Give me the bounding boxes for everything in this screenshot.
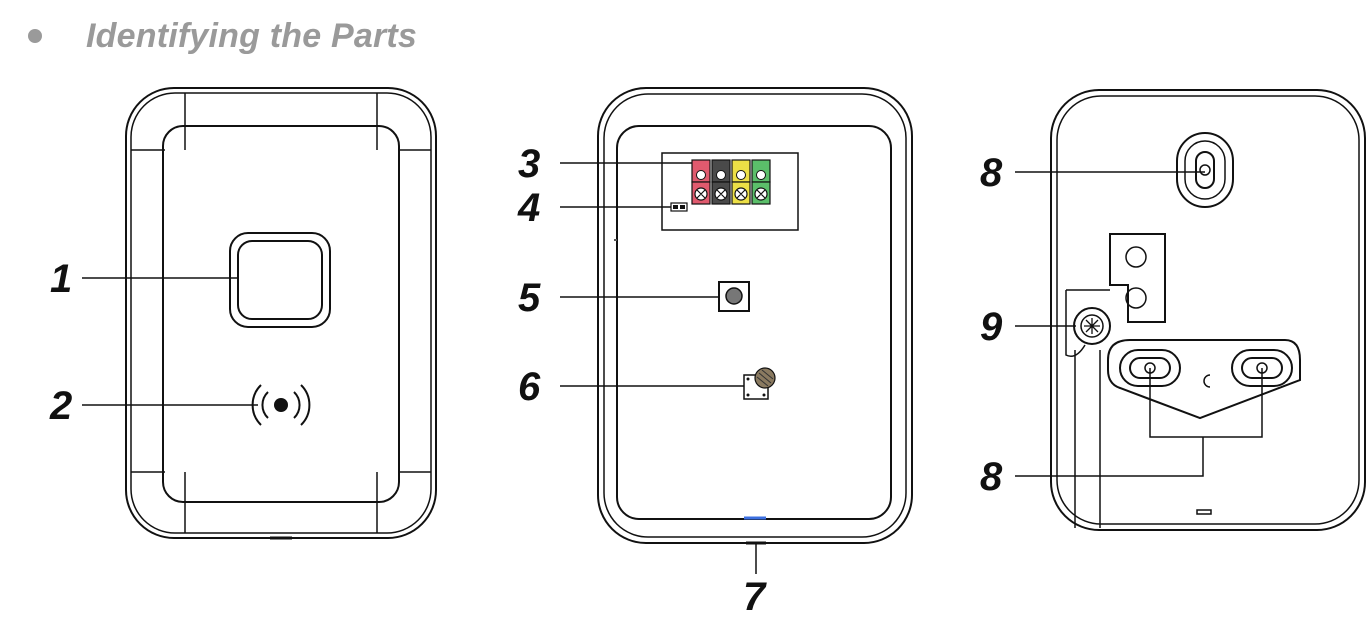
tamper-switch-button bbox=[725, 287, 743, 305]
front-view: 1 2 bbox=[49, 87, 437, 540]
callout-5: 5 bbox=[518, 276, 541, 320]
center-mark-icon bbox=[1203, 374, 1211, 388]
back-outer-shell-inner-edge bbox=[603, 93, 907, 538]
cable-channel bbox=[1065, 289, 1110, 528]
callout-8-bottom: 8 bbox=[980, 455, 1003, 499]
front-bumper-seams bbox=[184, 93, 378, 533]
back-view: 3 4 5 6 7 bbox=[517, 87, 913, 618]
callout-6: 6 bbox=[518, 365, 541, 409]
callout-4: 4 bbox=[517, 186, 540, 230]
plate-bottom-slot bbox=[1196, 509, 1212, 515]
callout-9: 9 bbox=[980, 305, 1003, 349]
nfc-icon bbox=[251, 384, 311, 426]
callout-2: 2 bbox=[49, 384, 72, 428]
front-panel bbox=[162, 125, 400, 503]
callout-8-top: 8 bbox=[980, 151, 1003, 195]
jumper-icon bbox=[670, 202, 688, 212]
terminal-strip bbox=[691, 159, 771, 205]
knockout-tab bbox=[1109, 233, 1166, 323]
plate-outer-shell bbox=[1050, 89, 1366, 531]
leader-8-bottom bbox=[1015, 368, 1263, 477]
back-outer-shell bbox=[597, 87, 913, 544]
mounting-plate-view: 8 9 8 bbox=[980, 89, 1366, 531]
front-button-outer bbox=[229, 232, 331, 328]
bottom-bracket bbox=[1107, 339, 1301, 420]
front-button bbox=[237, 240, 323, 320]
top-mounting-slot bbox=[1176, 132, 1234, 208]
front-outer-shell-inner-edge bbox=[130, 92, 432, 534]
knockout-hole bbox=[1125, 246, 1147, 268]
callout-1: 1 bbox=[50, 257, 72, 301]
front-bumper-seams-horizontal bbox=[131, 149, 431, 473]
bullet-icon bbox=[28, 29, 42, 43]
front-outer-shell bbox=[125, 87, 437, 539]
callout-7: 7 bbox=[743, 575, 767, 618]
knockout-hole bbox=[1125, 287, 1147, 309]
tamper-screw bbox=[1073, 307, 1111, 345]
terminal-block-outline bbox=[661, 152, 799, 231]
section-title: Identifying the Parts bbox=[86, 16, 418, 55]
section-heading: Identifying the Parts bbox=[28, 14, 417, 58]
plate-inner-edge bbox=[1056, 95, 1360, 525]
callout-3: 3 bbox=[518, 142, 540, 186]
buzzer-icon bbox=[743, 367, 776, 400]
